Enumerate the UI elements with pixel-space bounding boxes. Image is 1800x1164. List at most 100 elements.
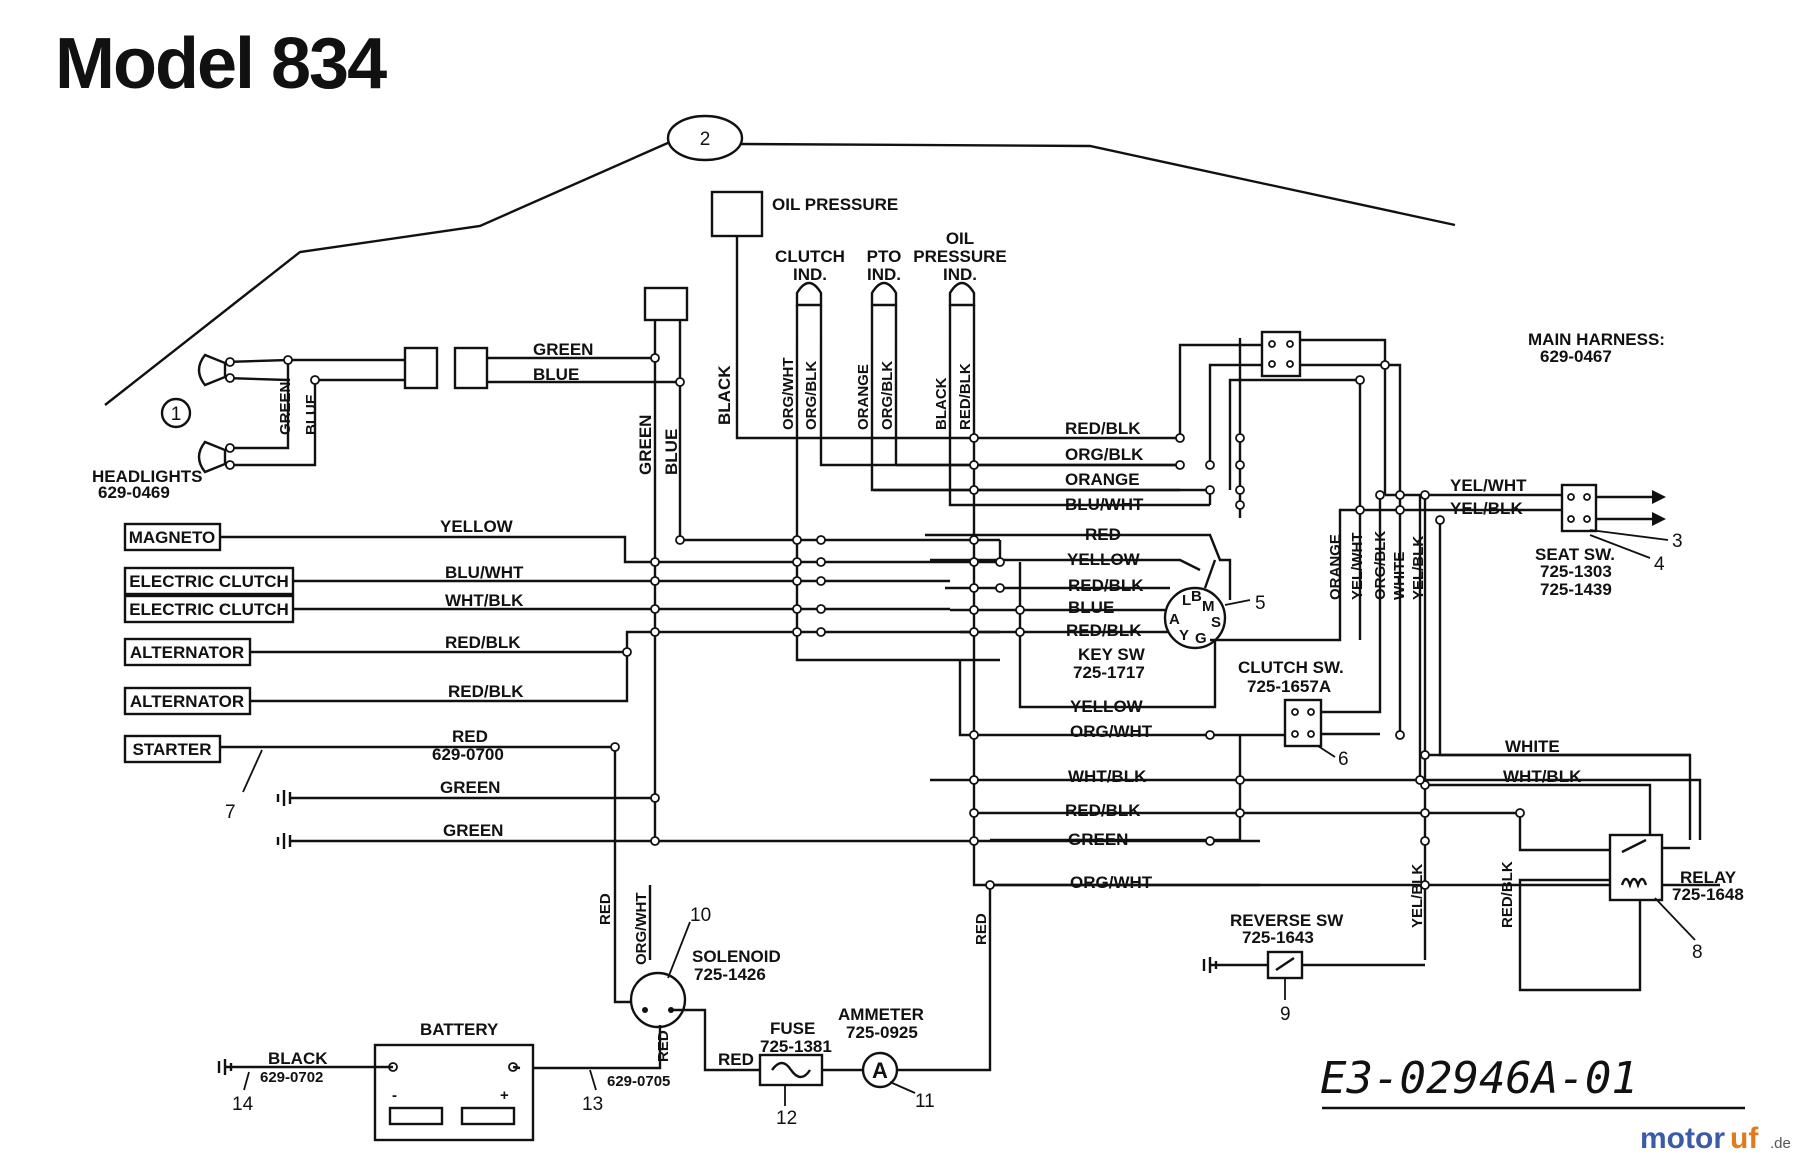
headlights-part: 629-0469	[98, 483, 170, 502]
wire-label: BLACK	[933, 377, 950, 430]
headlight-lamp-icon	[197, 440, 227, 474]
wire-label: ORG/WHT	[780, 358, 797, 431]
oil-pressure-sender	[710, 190, 764, 238]
wire-label: WHITE	[1505, 737, 1560, 756]
callout-1-circle	[160, 397, 192, 429]
wire-label: YELLOW	[440, 517, 514, 536]
wire-label: BLU/WHT	[445, 563, 524, 582]
fuse	[758, 1053, 824, 1087]
seat-sw-part-2: 725-1439	[1540, 580, 1612, 599]
svg-text:G: G	[1195, 630, 1207, 647]
callout-1: 1	[171, 404, 182, 425]
svg-text:+: +	[500, 1087, 509, 1104]
wire-label: BLACK	[268, 1049, 328, 1068]
wire-label: BLUE	[303, 394, 320, 435]
svg-text:Y: Y	[1179, 627, 1189, 644]
wire-label: GREEN	[277, 382, 294, 435]
svg-text:MAGNETO: MAGNETO	[129, 528, 216, 547]
callout-13: 13	[582, 1094, 603, 1115]
reverse-sw-part: 725-1643	[1242, 928, 1314, 947]
wire-label: RED/BLK	[1065, 801, 1141, 820]
clutch-ind-lamp-icon	[795, 281, 823, 342]
battery-label: BATTERY	[420, 1020, 499, 1039]
callout-8: 8	[1692, 942, 1703, 963]
wire-label: YEL/BLK	[1450, 499, 1523, 518]
starter: STARTER	[123, 734, 222, 764]
alternator-1: ALTERNATOR	[123, 637, 252, 667]
wire-label: RED/BLK	[1499, 861, 1516, 928]
harness-outline	[104, 140, 671, 406]
svg-text:ALTERNATOR: ALTERNATOR	[130, 692, 244, 711]
ammeter-label: AMMETER	[838, 1005, 924, 1024]
clutch-switch	[1283, 698, 1323, 748]
svg-text:IND.: IND.	[793, 265, 827, 284]
oil-pressure-ind-lamp-icon	[948, 281, 976, 342]
wire-label: GREEN	[443, 821, 503, 840]
svg-text:B: B	[1191, 588, 1202, 605]
wire-label: RED	[1085, 525, 1121, 544]
harness-outline-right	[739, 142, 1456, 227]
wire-label: RED/BLK	[1065, 419, 1141, 438]
diagram-code: E3-02946A-01	[1320, 1053, 1638, 1104]
callout-9: 9	[1280, 1004, 1291, 1025]
svg-text:S: S	[1211, 614, 1221, 631]
wire-label: 629-0705	[607, 1073, 670, 1090]
headlights	[197, 346, 680, 474]
wire-label: YELLOW	[1067, 550, 1141, 569]
wire-label: RED	[597, 893, 614, 925]
fuse-label: FUSE	[770, 1019, 815, 1038]
clutch-sw-part: 725-1657A	[1247, 677, 1331, 696]
wire-label: RED	[973, 913, 990, 945]
svg-text:STARTER: STARTER	[132, 740, 211, 759]
relay	[1608, 833, 1664, 902]
oil-pressure-label: OIL PRESSURE	[772, 195, 898, 214]
wire-label: GREEN	[440, 778, 500, 797]
ammeter: A	[861, 1051, 899, 1089]
alternator-2: ALTERNATOR	[123, 686, 252, 716]
ammeter-part: 725-0925	[846, 1023, 918, 1042]
wire-label: ORANGE	[1327, 534, 1344, 600]
svg-text:L: L	[1182, 592, 1191, 609]
key-sw-label: KEY SW	[1078, 645, 1146, 664]
svg-text:OIL: OIL	[946, 229, 974, 248]
wire-label: ORG/WHT	[1070, 873, 1153, 892]
wire-label: ORANGE	[1065, 470, 1140, 489]
wire-label: ORG/WHT	[633, 893, 650, 966]
ground-icon	[276, 790, 292, 806]
callout-2: 2	[700, 129, 711, 150]
svg-text:.de: .de	[1770, 1135, 1791, 1152]
wire-label: RED/BLK	[448, 682, 524, 701]
wire-label: ORG/WHT	[1070, 722, 1153, 741]
main-harness-part: 629-0467	[1540, 347, 1612, 366]
callout-5: 5	[1255, 593, 1266, 614]
top-connector	[1260, 330, 1302, 378]
headlight-lamp-icon	[197, 353, 227, 387]
wire-label: WHT/BLK	[445, 591, 524, 610]
svg-text:ELECTRIC CLUTCH: ELECTRIC CLUTCH	[129, 600, 289, 619]
clutch-sw-label: CLUTCH SW.	[1238, 658, 1344, 677]
seat-switch	[1560, 483, 1598, 533]
pto-ind-lamp-icon	[870, 281, 898, 342]
ground-icon	[276, 833, 292, 849]
callout-11: 11	[915, 1091, 935, 1112]
svg-text:PTO: PTO	[867, 247, 902, 266]
svg-text:ALTERNATOR: ALTERNATOR	[130, 643, 244, 662]
wire-label: WHT/BLK	[1068, 767, 1147, 786]
callout-14: 14	[232, 1094, 254, 1115]
ground-icon	[217, 1059, 233, 1075]
wire-label: RED/BLK	[445, 633, 521, 652]
wire-label: RED	[655, 1030, 672, 1062]
svg-text:A: A	[872, 1058, 888, 1083]
key-switch: L B M A S Y G	[1163, 586, 1227, 650]
wire-label: BLUE	[662, 429, 681, 475]
wire-label: 629-0702	[260, 1069, 323, 1086]
wire-label: GREEN	[533, 340, 593, 359]
wire-label: ORG/BLK	[1065, 445, 1144, 464]
wire-label: ORG/BLK	[879, 361, 896, 430]
svg-text:M: M	[1202, 598, 1215, 615]
main-harness-label: MAIN HARNESS:	[1528, 330, 1665, 349]
junction-dots	[610, 353, 1525, 890]
page-title: Model 834	[55, 24, 387, 104]
callout-12: 12	[776, 1108, 797, 1129]
wire-label: ORANGE	[855, 364, 872, 430]
